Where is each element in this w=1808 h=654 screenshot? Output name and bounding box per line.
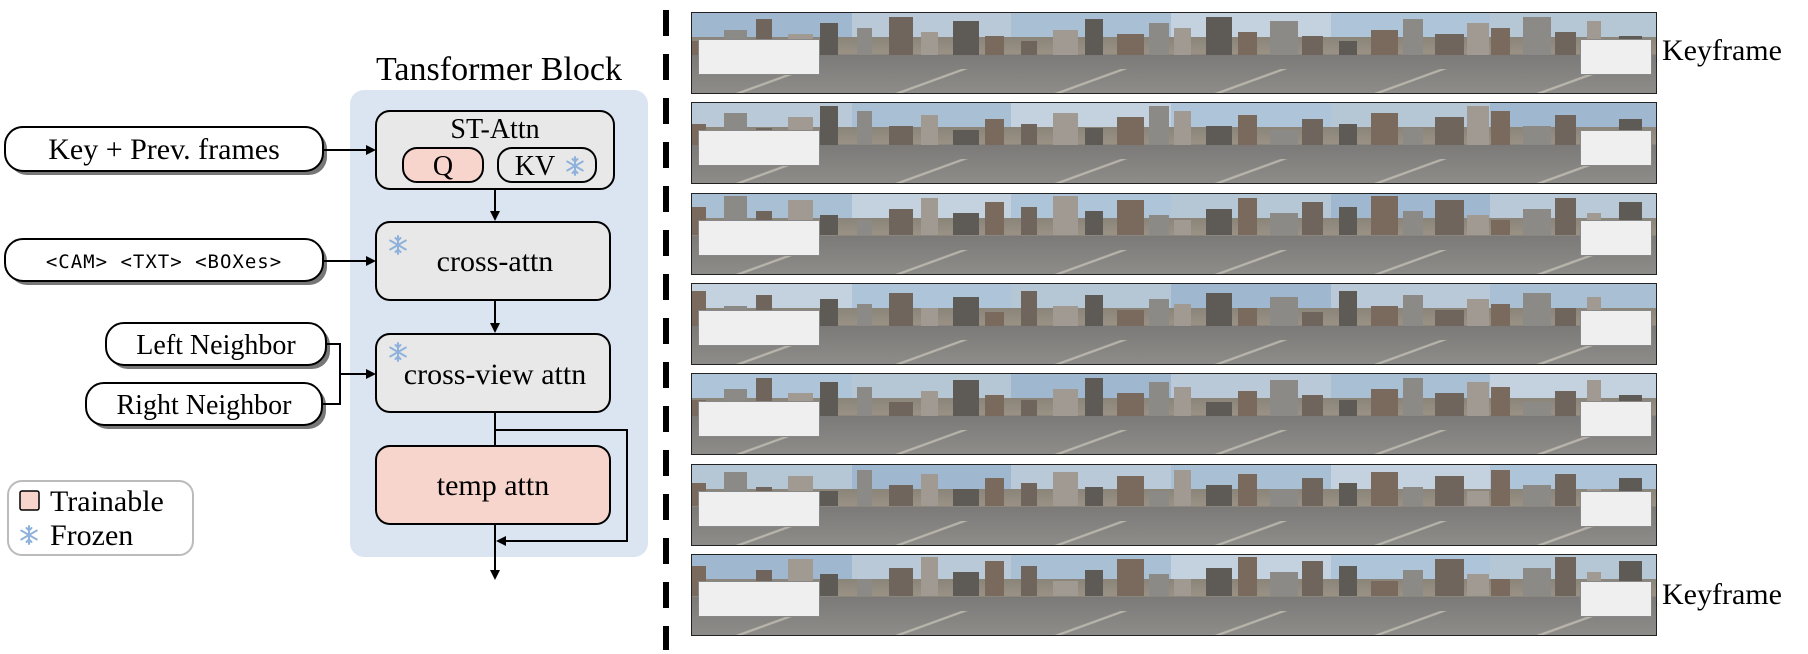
temp-attn-label: temp attn	[437, 469, 549, 502]
camera-view-image	[851, 103, 1012, 184]
frame-row	[691, 282, 1657, 365]
camera-view-image	[1330, 103, 1491, 184]
camera-view-image	[1171, 103, 1331, 184]
keyframe-label-bottom: Keyframe	[1662, 578, 1782, 611]
camera-view-image	[1330, 193, 1491, 274]
camera-view-image	[692, 13, 852, 93]
camera-view-image	[1490, 283, 1656, 364]
cross-view-attn-label: cross-view attn	[404, 358, 586, 391]
temp-attn-module	[375, 445, 611, 525]
frame-row	[691, 553, 1657, 636]
camera-view-image	[1330, 554, 1491, 635]
camera-view-image	[1330, 374, 1491, 455]
camera-view-image	[1490, 464, 1656, 545]
dashed-divider	[663, 10, 669, 650]
left-neighbor-label: Left Neighbor	[136, 330, 296, 361]
camera-view-image	[1011, 193, 1172, 274]
block-title: Tansformer Block	[376, 51, 622, 88]
camera-view-image	[1171, 464, 1331, 545]
camera-view-image	[1171, 193, 1331, 274]
kv-label: KV	[515, 151, 555, 182]
frame-row	[691, 12, 1657, 94]
q-label: Q	[433, 151, 453, 182]
q-block	[402, 147, 484, 183]
camera-view-image	[1011, 464, 1172, 545]
camera-view-image	[851, 464, 1012, 545]
camera-view-image	[851, 554, 1012, 635]
cross-attn-label: cross-attn	[437, 245, 554, 278]
right-neighbor-label: Right Neighbor	[117, 390, 293, 421]
camera-view-image	[692, 283, 852, 364]
camera-view-image	[1011, 283, 1172, 364]
input-conditions-label: <CAM> <TXT> <BOXes>	[46, 251, 282, 273]
legend-trainable: Trainable	[50, 485, 164, 518]
frames-grid	[691, 12, 1657, 644]
camera-view-image	[1490, 554, 1656, 635]
camera-view-image	[1011, 13, 1172, 93]
st-attn-title: ST-Attn	[450, 114, 539, 145]
camera-view-image	[1330, 283, 1491, 364]
frame-row	[691, 192, 1657, 275]
camera-view-image	[851, 193, 1012, 274]
input-key-prev-label: Key + Prev. frames	[48, 133, 280, 166]
camera-view-image	[1171, 283, 1331, 364]
camera-view-image	[1490, 13, 1656, 93]
camera-view-image	[851, 283, 1012, 364]
camera-view-image	[1171, 554, 1331, 635]
keyframe-label-top: Keyframe	[1662, 34, 1782, 67]
cross-attn-module	[375, 221, 611, 301]
skip-connection	[495, 429, 628, 546]
frame-row	[691, 102, 1657, 185]
cross-view-attn-module	[375, 333, 611, 413]
camera-view-image	[1330, 13, 1491, 93]
camera-view-image	[1490, 193, 1656, 274]
camera-view-image	[692, 374, 852, 455]
kv-block	[497, 147, 597, 183]
camera-view-image	[1490, 103, 1656, 184]
camera-view-image	[1171, 374, 1331, 455]
architecture-diagram: Tansformer Block Key + Prev. frames <CAM…	[4, 51, 648, 580]
camera-view-image	[851, 374, 1012, 455]
camera-view-image	[1171, 13, 1331, 93]
camera-view-image	[692, 103, 852, 184]
camera-view-image	[1011, 103, 1172, 184]
camera-view-image	[1330, 464, 1491, 545]
frame-row	[691, 463, 1657, 546]
trainable-swatch	[19, 490, 40, 511]
camera-view-image	[851, 13, 1012, 93]
legend-box	[7, 480, 194, 556]
camera-view-image	[692, 554, 852, 635]
camera-view-image	[692, 464, 852, 545]
legend-frozen: Frozen	[50, 519, 133, 552]
camera-view-image	[1490, 374, 1656, 455]
camera-view-image	[1011, 554, 1172, 635]
camera-view-image	[692, 193, 852, 274]
camera-view-image	[1011, 374, 1172, 455]
frame-row	[691, 373, 1657, 456]
